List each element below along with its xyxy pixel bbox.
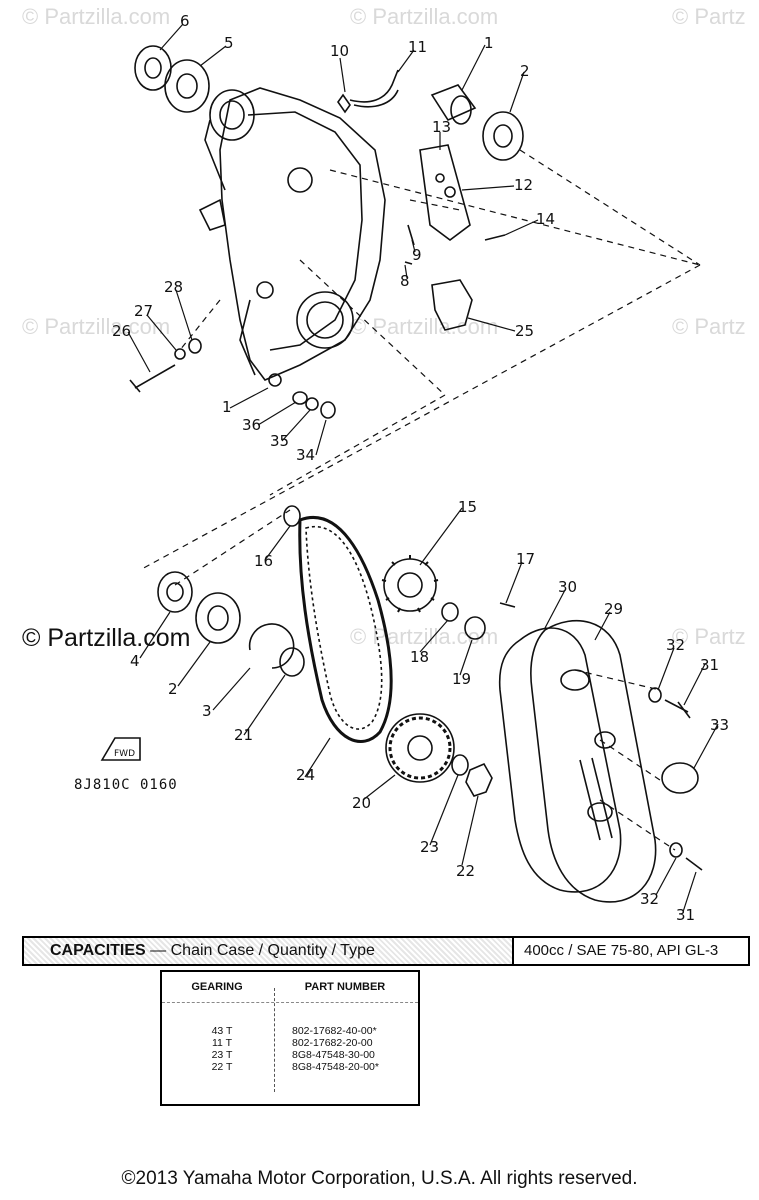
callout-5: 5 — [224, 34, 234, 52]
gearing-cell: 11 T — [211, 1037, 233, 1049]
part-number-cell: 8G8-47548-20-00* — [292, 1061, 379, 1073]
callout-24: 24 — [296, 766, 316, 784]
callout-13: 13 — [432, 118, 452, 136]
callout-34: 34 — [296, 446, 316, 464]
table-row: 43 T 802-17682-40-00* — [162, 1025, 418, 1037]
callout-4: 4 — [130, 652, 140, 670]
callout-2-lower: 2 — [168, 680, 178, 698]
callout-26: 26 — [112, 322, 132, 340]
capacities-subtitle: — Chain Case / Quantity / Type — [145, 942, 375, 959]
callout-14: 14 — [536, 210, 556, 228]
callout-32: 32 — [666, 636, 686, 654]
callout-36: 36 — [242, 416, 262, 434]
watermark: © Partzilla.com — [22, 4, 171, 29]
watermark: © Partzilla.com — [350, 314, 499, 339]
callout-8: 8 — [400, 272, 410, 290]
callout-15: 15 — [458, 498, 478, 516]
callout-6: 6 — [180, 12, 190, 30]
callout-25: 25 — [515, 322, 535, 340]
callout-1: 1 — [484, 34, 494, 52]
callout-30: 30 — [558, 578, 578, 596]
callout-32-lower: 32 — [640, 890, 660, 908]
callout-27: 27 — [134, 302, 154, 320]
callout-19: 19 — [452, 670, 472, 688]
callout-9: 9 — [412, 246, 422, 264]
copyright-notice: ©2013 Yamaha Motor Corporation, U.S.A. A… — [121, 1168, 638, 1189]
fwd-label: FWD — [114, 749, 135, 759]
callout-2: 2 — [520, 62, 530, 80]
callout-10: 10 — [330, 42, 350, 60]
table-row: 23 T 8G8-47548-30-00 — [162, 1049, 418, 1061]
drawing-code: 8J810C 0160 — [74, 777, 178, 793]
callout-18: 18 — [410, 648, 430, 666]
capacities-title: CAPACITIES — [50, 942, 146, 959]
part-number-cell: 802-17682-40-00* — [292, 1025, 377, 1037]
watermark: © Partz — [672, 4, 746, 29]
table-divider — [274, 988, 276, 1092]
callout-21: 21 — [234, 726, 254, 744]
gearing-table-header: GEARING PART NUMBER — [162, 972, 418, 1003]
part-number-cell: 8G8-47548-30-00 — [292, 1049, 375, 1061]
header-gearing: GEARING — [191, 981, 243, 993]
partzilla-label: © Partzilla.com — [22, 624, 191, 652]
exploded-parts-diagram: FWD — [100, 23, 719, 913]
callout-22: 22 — [456, 862, 476, 880]
watermark: © Partzilla.com — [350, 4, 499, 29]
capacities-value: 400cc / SAE 75-80, API GL-3 — [524, 942, 719, 959]
watermark: © Partz — [672, 314, 746, 339]
gearing-table: GEARING PART NUMBER 43 T 802-17682-40-00*… — [160, 970, 420, 1106]
capacities-bar: CAPACITIES — Chain Case / Quantity / Typ… — [22, 936, 750, 966]
table-row: 22 T 8G8-47548-20-00* — [162, 1061, 418, 1073]
watermark: © Partz — [672, 624, 746, 649]
callout-33: 33 — [710, 716, 730, 734]
callout-11: 11 — [408, 38, 428, 56]
callout-29: 29 — [604, 600, 624, 618]
callout-35: 35 — [270, 432, 290, 450]
callout-17: 17 — [516, 550, 536, 568]
callout-16: 16 — [254, 552, 274, 570]
callout-28: 28 — [164, 278, 184, 296]
part-number-cell: 802-17682-20-00 — [292, 1037, 373, 1049]
watermark: © Partzilla.com — [22, 314, 171, 339]
callout-3: 3 — [202, 702, 212, 720]
gearing-cell: 22 T — [211, 1061, 233, 1073]
callout-1-lower: 1 — [222, 398, 232, 416]
callout-23: 23 — [420, 838, 440, 856]
capacities-label: CAPACITIES — Chain Case / Quantity / Typ… — [24, 938, 514, 964]
header-part-number: PART NUMBER — [304, 981, 386, 993]
callout-31-lower: 31 — [676, 906, 696, 924]
callout-12: 12 — [514, 176, 534, 194]
table-row: 11 T 802-17682-20-00 — [162, 1037, 418, 1049]
gearing-cell: 43 T — [211, 1025, 233, 1037]
gearing-cell: 23 T — [211, 1049, 233, 1061]
callout-20: 20 — [352, 794, 372, 812]
callout-31: 31 — [700, 656, 720, 674]
